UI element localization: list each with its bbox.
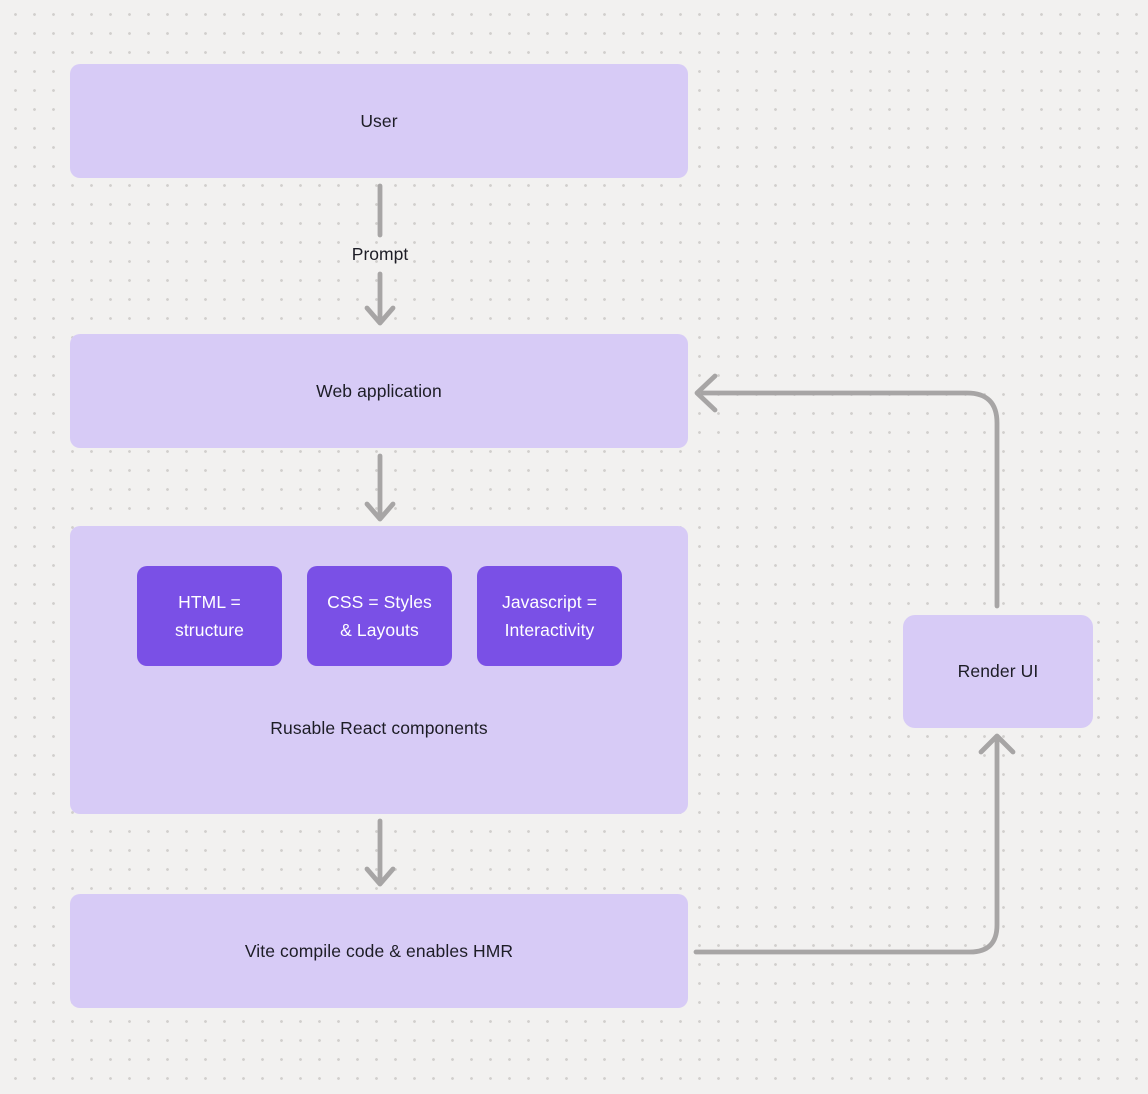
chip-html[interactable]: HTML = structure <box>137 566 282 666</box>
node-vite-label: Vite compile code & enables HMR <box>244 940 514 961</box>
edge-segment <box>693 737 1000 955</box>
edge-webapp-to-components <box>364 453 396 522</box>
arrowhead-down-icon <box>364 866 396 887</box>
node-components-group[interactable]: HTML = structure CSS = Styles & Layouts … <box>70 526 688 814</box>
node-web-application[interactable]: Web application <box>70 334 688 448</box>
node-vite[interactable]: Vite compile code & enables HMR <box>70 894 688 1008</box>
edge-renderui-to-webapp <box>694 373 1000 609</box>
edge-label-prompt: Prompt <box>351 244 409 264</box>
edge-segment <box>700 390 1000 609</box>
arrowhead-left-icon <box>694 373 718 413</box>
chip-javascript[interactable]: Javascript = Interactivity <box>477 566 622 666</box>
chip-css-label: CSS = Styles & Layouts <box>327 592 432 640</box>
components-caption: Rusable React components <box>270 718 488 738</box>
node-user-label: User <box>360 110 398 131</box>
node-render-ui-label: Render UI <box>957 661 1039 681</box>
chip-javascript-label: Javascript = Interactivity <box>501 592 598 640</box>
arrowhead-down-icon <box>364 305 396 326</box>
node-render-ui[interactable]: Render UI <box>903 615 1093 728</box>
node-web-application-label: Web application <box>316 380 442 401</box>
edge-components-to-vite <box>364 818 396 887</box>
node-user[interactable]: User <box>70 64 688 178</box>
arrowhead-up-icon <box>978 733 1016 755</box>
arrowhead-down-icon <box>364 501 396 522</box>
chip-html-label: HTML = structure <box>175 592 244 640</box>
chip-css[interactable]: CSS = Styles & Layouts <box>307 566 452 666</box>
edge-vite-to-renderui <box>693 733 1016 955</box>
